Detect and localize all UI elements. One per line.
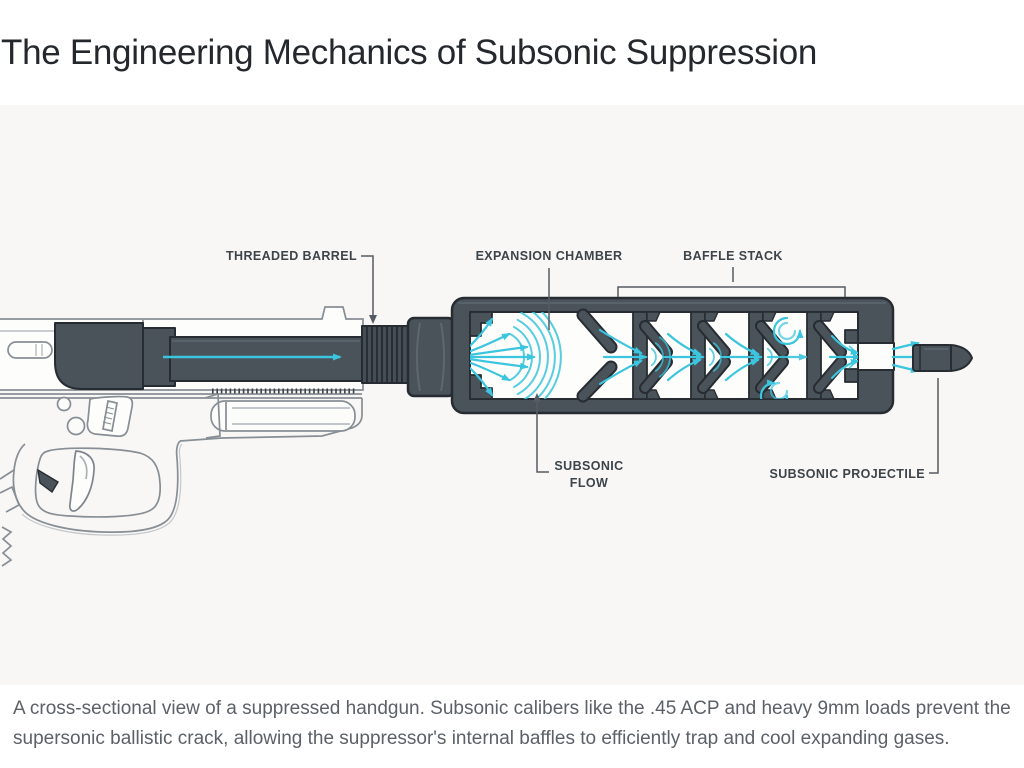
baffle-stack-bracket (617, 286, 846, 297)
trigger (69, 450, 95, 512)
swirl-bottom (759, 379, 789, 399)
label-subsonic-flow-line1: SUBSONIC (554, 459, 623, 473)
frame-pin (56, 396, 72, 412)
frame (179, 398, 363, 442)
trigger-guard (12, 440, 181, 533)
labels-and-leaders: THREADED BARREL EXPANSION CHAMBER BAFFLE… (226, 249, 939, 490)
figure-caption: A cross-sectional view of a suppressed h… (13, 698, 1011, 749)
suppression-diagram-figure: THREADED BARREL EXPANSION CHAMBER BAFFLE… (0, 105, 1024, 685)
threaded-barrel-leader (361, 255, 374, 316)
subsonic-flow-arrowhead (533, 393, 541, 402)
threaded-barrel-arrowhead (369, 315, 377, 324)
baffle-3 (748, 311, 789, 400)
trigger-bar (37, 468, 59, 494)
grip-panel (0, 485, 21, 513)
locking-block (204, 392, 221, 439)
takedown-lever (86, 395, 134, 438)
swirl-top (772, 316, 804, 346)
grip-serrations (1, 526, 13, 567)
label-subsonic-projectile: SUBSONIC PROJECTILE (769, 467, 925, 481)
suppression-diagram: THREADED BARREL EXPANSION CHAMBER BAFFLE… (0, 249, 973, 567)
label-threaded-barrel: THREADED BARREL (226, 249, 357, 263)
exit-bore (857, 342, 895, 371)
label-baffle-stack: BAFFLE STACK (683, 249, 783, 263)
mag-release (66, 416, 86, 436)
suppressor (450, 296, 895, 415)
label-expansion-chamber: EXPANSION CHAMBER (476, 249, 623, 263)
striker (7, 341, 53, 359)
breech-block (54, 322, 144, 390)
baffle-funnel (576, 308, 618, 403)
page-title: The Engineering Mechanics of Subsonic Su… (1, 33, 818, 72)
subsonic-projectile-bullet (912, 344, 973, 372)
gas-flow (470, 312, 858, 399)
end-cap-spigot-top (844, 329, 859, 344)
subsonic-flow-leader (536, 400, 549, 473)
label-subsonic-flow-line2: FLOW (570, 476, 608, 490)
mount-nut (406, 316, 456, 398)
end-cap-spigot-bottom (844, 368, 859, 383)
recoil-assembly (210, 400, 356, 432)
subsonic-projectile-leader (929, 378, 939, 474)
barrel (169, 336, 363, 382)
baffle-4 (806, 311, 847, 400)
